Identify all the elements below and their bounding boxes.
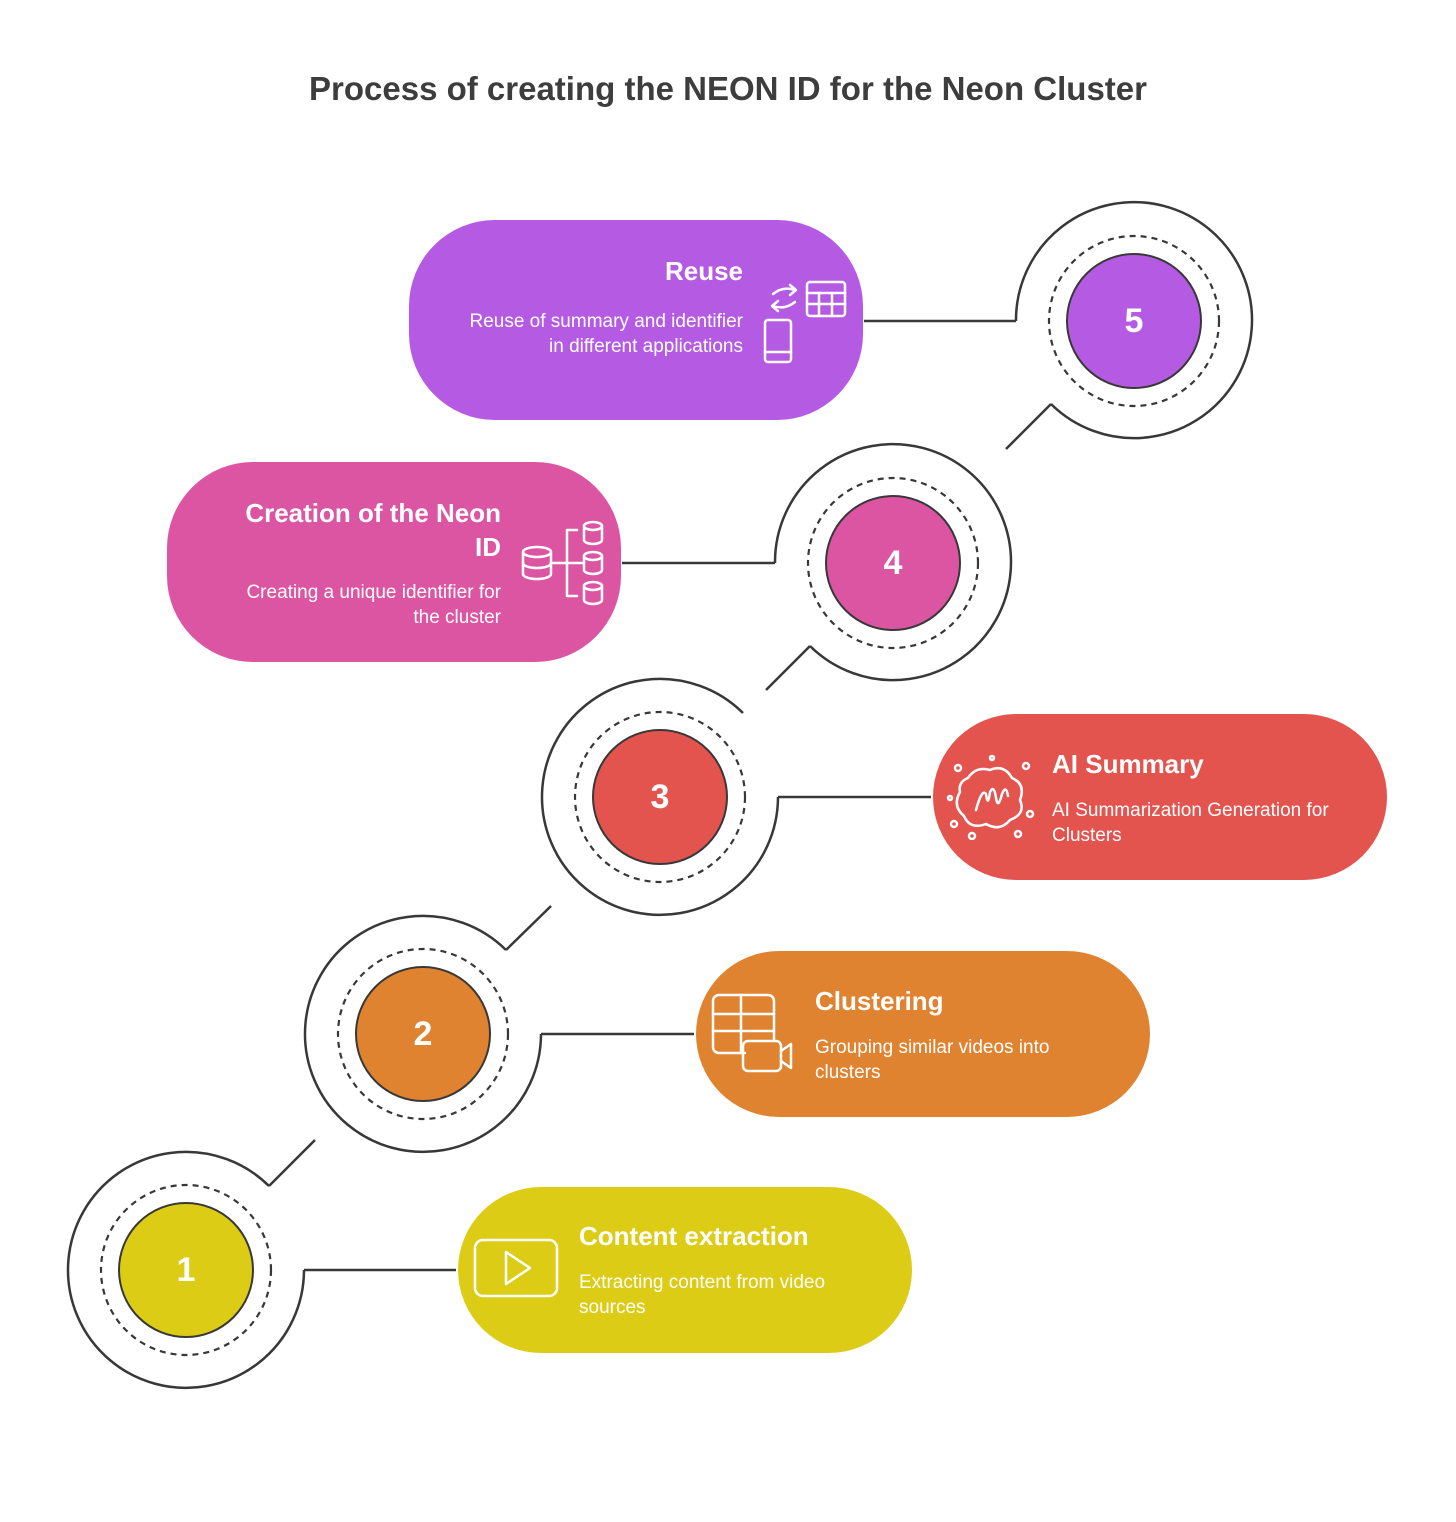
link-1-2 xyxy=(268,1139,316,1187)
step-5-number: 5 xyxy=(1066,253,1202,389)
database-tree-icon xyxy=(519,518,609,613)
outer-ring-3 xyxy=(540,677,780,917)
step-2-title: Clustering xyxy=(815,986,944,1016)
step-1-number: 1 xyxy=(118,1202,254,1338)
step-5-title: Reuse xyxy=(664,256,743,286)
step-3-card: AI Summary AI Summarization Generation f… xyxy=(933,714,1387,880)
step-5-description: Reuse of summary and identifier in diffe… xyxy=(469,311,743,357)
step-4-number: 4 xyxy=(825,495,961,631)
outer-ring-2 xyxy=(303,914,543,1154)
page-title: Process of creating the NEON ID for the … xyxy=(309,70,1147,107)
step-1-card: Content extraction Extracting content fr… xyxy=(458,1187,912,1353)
dashed-ring-1 xyxy=(99,1183,273,1357)
step-4-card: Creation of the Neon ID Creating a uniqu… xyxy=(167,462,621,662)
step-3-number: 3 xyxy=(592,729,728,865)
dashed-ring-4 xyxy=(806,476,980,650)
step-1-description: Extracting content from video sources xyxy=(579,1272,826,1318)
dashed-ring-3 xyxy=(573,710,747,884)
video-grid-icon xyxy=(711,993,797,1082)
step-4-title: Creation of the Neon ID xyxy=(245,498,501,562)
step-5-card: Reuse Reuse of summary and identifier in… xyxy=(409,220,863,420)
step-2-card: Clustering Grouping similar videos into … xyxy=(696,951,1150,1117)
step-3-description: AI Summarization Generation for Clusters xyxy=(1052,800,1329,846)
step-2-number: 2 xyxy=(355,966,491,1102)
step-1-title: Content extraction xyxy=(579,1221,809,1251)
step-2-description: Grouping similar videos into clusters xyxy=(815,1037,1050,1083)
video-play-icon xyxy=(473,1238,559,1305)
device-table-sync-icon xyxy=(759,278,849,373)
link-2-3 xyxy=(505,905,552,951)
outer-ring-5 xyxy=(1014,200,1254,440)
ai-brain-icon xyxy=(946,754,1036,845)
link-4-5 xyxy=(1005,403,1052,450)
outer-ring-4 xyxy=(773,442,1013,682)
step-4-description: Creating a unique identifier for the clu… xyxy=(246,582,501,628)
link-3-4 xyxy=(765,645,811,691)
step-3-title: AI Summary xyxy=(1052,749,1204,779)
dashed-ring-2 xyxy=(336,947,510,1121)
dashed-ring-5 xyxy=(1047,234,1221,408)
outer-ring-1 xyxy=(66,1150,306,1390)
